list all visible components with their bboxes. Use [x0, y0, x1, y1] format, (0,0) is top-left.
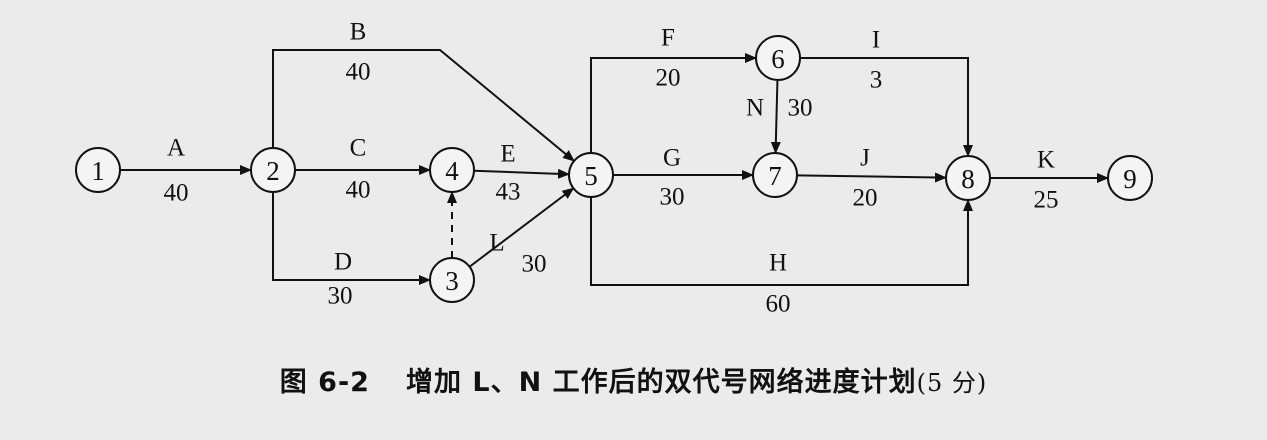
activity-name-G: G	[663, 145, 681, 172]
activity-arrow-F	[590, 53, 757, 153]
activity-duration-G: 30	[660, 184, 685, 211]
activity-duration-K: 25	[1034, 187, 1059, 214]
activity-name-N: N	[746, 95, 764, 122]
activity-name-E: E	[500, 141, 515, 168]
activity-duration-E: 43	[496, 179, 521, 206]
activity-name-K: K	[1037, 147, 1055, 174]
node-6: 6	[755, 35, 801, 81]
activity-duration-C: 40	[346, 177, 371, 204]
node-label-8: 8	[961, 164, 975, 194]
node-4: 4	[429, 147, 475, 193]
activity-duration-N: 30	[788, 95, 813, 122]
node-circle-2	[250, 147, 296, 193]
node-label-5: 5	[584, 161, 598, 191]
activity-arrow-I	[800, 57, 973, 157]
activity-arrow-N	[770, 79, 781, 155]
node-7: 7	[752, 152, 798, 198]
node-9: 9	[1107, 155, 1153, 201]
node-circle-6	[755, 35, 801, 81]
node-label-6: 6	[771, 44, 785, 74]
activity-duration-F: 20	[656, 65, 681, 92]
node-5: 5	[568, 152, 614, 198]
activity-name-J: J	[860, 145, 870, 172]
activity-name-H: H	[769, 250, 787, 277]
figure-title: 增加 L、N 工作后的双代号网络进度计划	[405, 367, 917, 398]
activity-duration-B: 40	[346, 59, 371, 86]
activity-name-L: L	[489, 230, 504, 257]
figure-number: 图 6-2	[279, 367, 370, 398]
activity-arrow-E	[473, 168, 571, 179]
activity-arrow-L	[468, 187, 575, 268]
node-circle-7	[752, 152, 798, 198]
activity-arrow-D	[272, 192, 431, 285]
activity-name-C: C	[350, 135, 367, 162]
figure-caption: 图 6-2 增加 L、N 工作后的双代号网络进度计划(5 分)	[0, 360, 1267, 399]
activity-duration-L: 30	[522, 251, 547, 278]
activity-name-F: F	[661, 25, 675, 52]
node-label-9: 9	[1123, 164, 1137, 194]
node-8: 8	[945, 155, 991, 201]
node-label-3: 3	[445, 266, 459, 296]
activity-duration-A: 40	[164, 180, 189, 207]
activity-duration-D: 30	[328, 283, 353, 310]
node-1: 1	[75, 147, 121, 193]
figure-points: (5 分)	[916, 369, 988, 397]
node-circle-4	[429, 147, 475, 193]
node-circle-8	[945, 155, 991, 201]
node-circle-1	[75, 147, 121, 193]
node-3: 3	[429, 257, 475, 303]
activity-arrow-B	[272, 49, 575, 162]
activity-duration-I: 3	[870, 67, 883, 94]
activity-arrow-J	[796, 172, 948, 183]
activity-name-A: A	[167, 135, 185, 162]
activity-duration-H: 60	[766, 291, 791, 318]
node-label-2: 2	[266, 156, 280, 186]
activity-name-I: I	[872, 27, 880, 54]
node-label-7: 7	[768, 161, 782, 191]
activity-duration-J: 20	[853, 185, 878, 212]
activity-arrow-H	[590, 197, 973, 286]
node-circle-3	[429, 257, 475, 303]
node-circle-5	[568, 152, 614, 198]
activity-name-B: B	[350, 19, 367, 46]
node-label-4: 4	[445, 156, 459, 186]
node-label-1: 1	[91, 156, 105, 186]
node-2: 2	[250, 147, 296, 193]
node-circle-9	[1107, 155, 1153, 201]
activity-name-D: D	[334, 249, 352, 276]
